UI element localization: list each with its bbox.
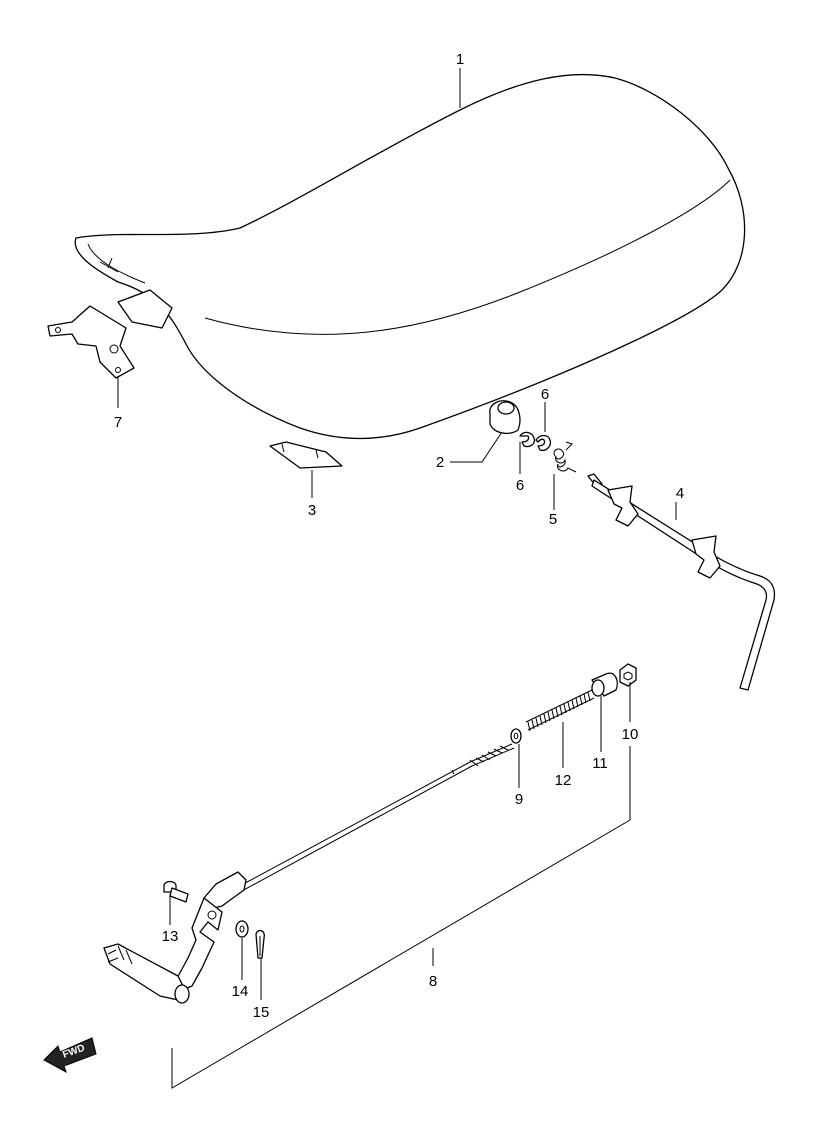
seat[interactable]: [74, 73, 746, 440]
callout-8: 8: [429, 973, 437, 990]
lever-washer[interactable]: [235, 920, 249, 938]
rubber-cushion[interactable]: [489, 400, 521, 435]
seat-front-pad: [117, 289, 173, 329]
clip-lower[interactable]: [519, 431, 536, 448]
nut[interactable]: [619, 663, 637, 687]
washer[interactable]: [510, 728, 522, 744]
callout-12: 12: [555, 772, 572, 789]
callout-6-lower: 6: [516, 477, 524, 494]
callout-7: 7: [114, 414, 122, 431]
seat-lock-cable[interactable]: [235, 743, 515, 893]
callout-1: 1: [456, 51, 464, 68]
callout-13: 13: [162, 928, 179, 945]
leader-lines: [117, 68, 677, 1089]
cushion-pad[interactable]: [269, 441, 343, 469]
callout-6-upper: 6: [541, 386, 549, 403]
callout-14: 14: [232, 983, 249, 1000]
seat-lock-rod[interactable]: [587, 473, 776, 691]
cable-end-cap[interactable]: [591, 672, 618, 697]
callout-3: 3: [308, 502, 316, 519]
cotter-pin[interactable]: [255, 929, 265, 959]
callout-11: 11: [592, 755, 608, 772]
callout-2: 2: [436, 454, 444, 471]
callout-15: 15: [253, 1004, 270, 1021]
callout-10: 10: [622, 726, 639, 743]
seat-lock-lever[interactable]: [103, 871, 247, 1004]
callout-5: 5: [549, 511, 557, 528]
callout-numbers: 1 2 3 4 5 6 6 7 8 9 10 11 12 13 14 15: [114, 51, 684, 1021]
seat-bracket[interactable]: [47, 305, 135, 379]
forward-arrow-icon: FWD: [43, 1037, 97, 1074]
clip-upper[interactable]: [535, 434, 552, 452]
bolt[interactable]: [163, 880, 189, 903]
callout-4: 4: [676, 485, 684, 502]
spring[interactable]: [553, 441, 577, 473]
coil-spring[interactable]: [525, 689, 595, 732]
callout-9: 9: [515, 791, 523, 808]
